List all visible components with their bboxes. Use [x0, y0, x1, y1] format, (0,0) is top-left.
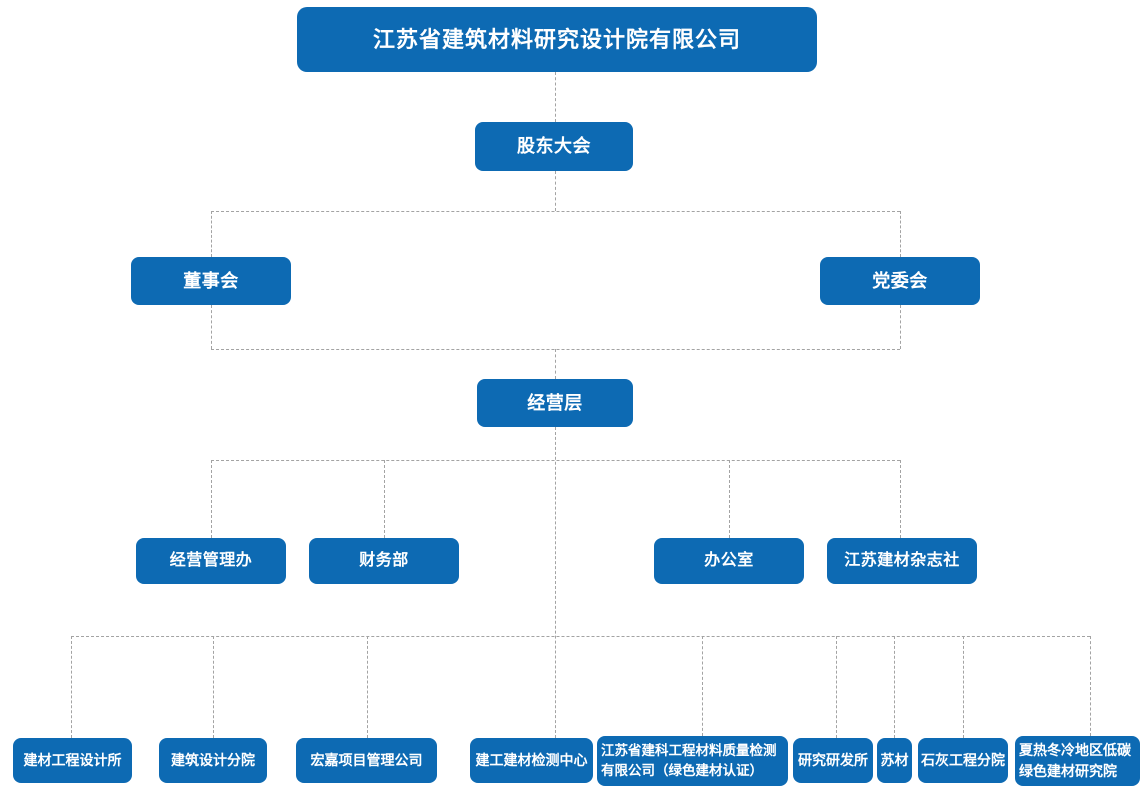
connector-to-hongjia — [367, 636, 368, 738]
connector-root-to-shareholders — [555, 72, 556, 122]
node-sub-architecture-design-branch: 建筑设计分院 — [159, 738, 267, 783]
connector-to-sucai — [894, 636, 895, 738]
node-dept-operations-office: 经营管理办 — [136, 538, 286, 584]
connector-departments-rail — [211, 460, 900, 461]
connector-to-magazine — [900, 460, 901, 538]
node-sub-materials-engineering-design-institute: 建材工程设计所 — [13, 738, 132, 783]
connector-to-research-institute — [836, 636, 837, 738]
connector-subsidiaries-rail — [71, 636, 1090, 637]
connector-party-to-bottom-rail — [900, 305, 901, 349]
node-sub-research-institute: 研究研发所 — [793, 738, 873, 783]
node-sub-jianke-quality-testing-company: 江苏省建科工程材料质量检测有限公司（绿色建材认证） — [597, 736, 788, 786]
connector-management-trunk — [555, 427, 556, 738]
node-sub-lime-engineering-branch: 石灰工程分院 — [918, 738, 1008, 783]
connector-to-general-office — [729, 460, 730, 538]
connector-to-materials-design-institute — [71, 636, 72, 738]
node-board-of-directors: 董事会 — [131, 257, 291, 305]
connector-rail-to-management — [555, 349, 556, 379]
connector-governance-top-rail — [211, 211, 900, 212]
node-sub-lowcarbon-green-materials-institute: 夏热冬冷地区低碳绿色建材研究院 — [1015, 736, 1140, 786]
node-sub-hongjia-project-management: 宏嘉项目管理公司 — [296, 738, 437, 783]
node-sub-construction-materials-testing-center: 建工建材检测中心 — [470, 738, 593, 783]
node-party-committee: 党委会 — [820, 257, 980, 305]
connector-to-lowcarbon-institute — [1090, 636, 1091, 736]
connector-to-jianke-testing — [702, 636, 703, 736]
connector-to-architecture-branch — [213, 636, 214, 738]
node-dept-building-materials-magazine: 江苏建材杂志社 — [827, 538, 977, 584]
connector-to-finance — [384, 460, 385, 538]
connector-rail-to-board — [211, 211, 212, 257]
connector-to-lime-branch — [963, 636, 964, 738]
connector-shareholders-to-rail — [555, 171, 556, 211]
connector-rail-to-party — [900, 211, 901, 257]
node-dept-finance: 财务部 — [309, 538, 459, 584]
connector-board-to-bottom-rail — [211, 305, 212, 349]
node-sub-sucai: 苏材 — [877, 738, 912, 783]
node-root-company: 江苏省建筑材料研究设计院有限公司 — [297, 7, 817, 72]
node-shareholders-meeting: 股东大会 — [475, 122, 633, 171]
node-dept-general-office: 办公室 — [654, 538, 804, 584]
node-management-level: 经营层 — [477, 379, 633, 427]
connector-to-operations-office — [211, 460, 212, 538]
